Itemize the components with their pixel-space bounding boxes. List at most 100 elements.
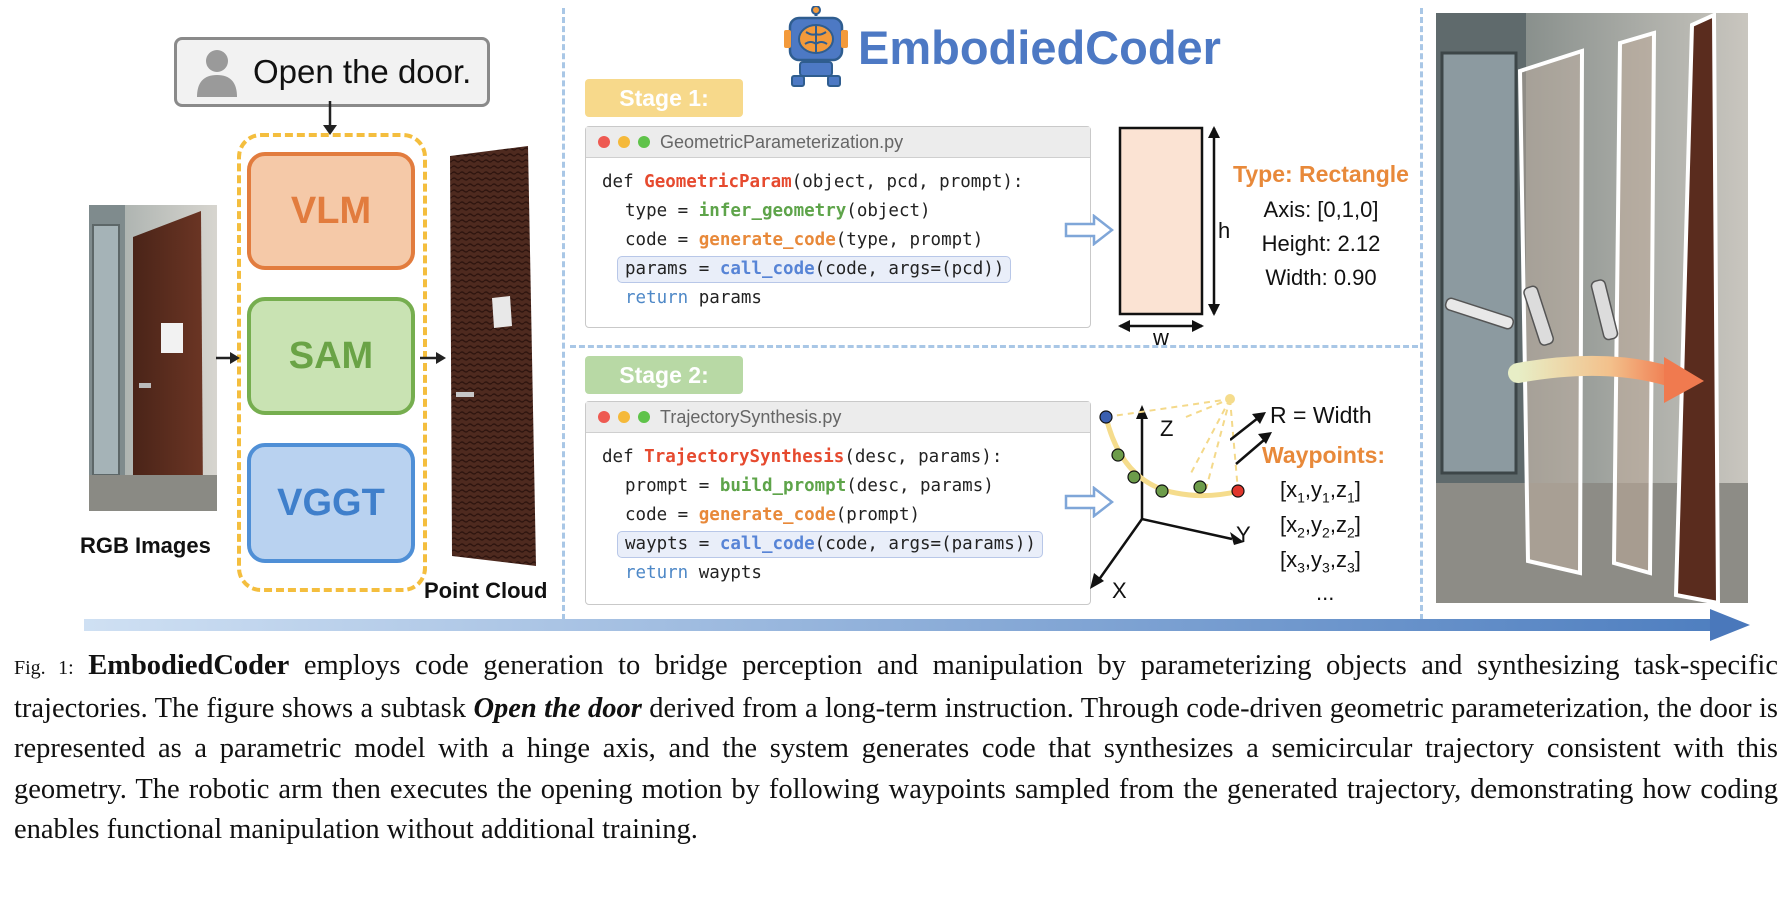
code-token: def: [602, 447, 645, 467]
user-icon: [197, 50, 237, 97]
wp-z: z: [1335, 477, 1347, 502]
code-token: build_prompt: [719, 476, 847, 496]
rectangle-geometry: [1118, 126, 1220, 332]
wp-x: x: [1286, 477, 1298, 502]
stage2-output-arrow: [1064, 486, 1114, 518]
code-line: return params: [602, 284, 1090, 313]
wp-sub: 3: [1322, 559, 1330, 576]
waypoint-start: [1099, 410, 1113, 424]
close-dot: [598, 411, 610, 423]
waypoint: [1193, 480, 1207, 494]
stage2-label: Stage 2:: [585, 356, 743, 394]
wp-z: z: [1335, 547, 1347, 572]
caption-task: Open the door: [473, 692, 642, 724]
minimize-dot: [618, 136, 630, 148]
code-token: prompt =: [625, 476, 720, 496]
code-token: params =: [625, 259, 720, 279]
close-dot: [598, 136, 610, 148]
params-type: Type: Rectangle: [1233, 161, 1409, 187]
stage1-code: def GeometricParam(object, pcd, prompt):…: [586, 158, 1090, 313]
stage1-titlebar: GeometricParameterization.py: [586, 127, 1090, 158]
caption-text-2: derived from a long-term instruction. Th…: [14, 692, 1779, 846]
stage2-titlebar: TrajectorySynthesis.py: [586, 402, 1090, 433]
wp-y: y: [1311, 547, 1323, 572]
instruction-box: Open the door.: [174, 37, 490, 107]
waypoint-1: [x1,y1,z1]: [1280, 477, 1361, 506]
code-token: return: [625, 563, 689, 583]
code-token: return: [625, 288, 689, 308]
perception-modules-group: [237, 133, 427, 592]
radius-label: R = Width: [1270, 402, 1372, 428]
code-highlight: waypts = call_code(code, args=(params)): [617, 531, 1043, 558]
code-token: GeometricParam: [644, 172, 792, 192]
code-token: generate_code: [698, 230, 836, 250]
code-token: infer_geometry: [698, 201, 847, 221]
code-token: generate_code: [698, 505, 836, 525]
wp-sub: 2: [1346, 524, 1355, 541]
vlm-module: VLM: [247, 152, 415, 270]
modules-to-pointcloud-arrow: [420, 352, 446, 364]
figure-label: Fig. 1:: [14, 657, 74, 679]
robot-door-photo: [1436, 13, 1748, 603]
waypoint: [1111, 448, 1125, 462]
waypoints-arrow: [1235, 432, 1272, 465]
code-line: code = generate_code(prompt): [602, 501, 1090, 530]
stage2-code-window: TrajectorySynthesis.py def TrajectorySyn…: [585, 401, 1091, 605]
rgb-image: [89, 205, 217, 511]
params-axis: Axis: [0,1,0]: [1263, 197, 1379, 222]
wp-sub: 1: [1322, 489, 1330, 506]
vggt-label: VGGT: [277, 481, 385, 524]
robot-logo-icon: [784, 6, 848, 87]
waypoint-2: [x2,y2,z2]: [1280, 512, 1361, 541]
axis-x-label: X: [1112, 578, 1127, 603]
wp-x: x: [1286, 547, 1298, 572]
maximize-dot: [638, 411, 650, 423]
wp-sub: 3: [1297, 559, 1305, 576]
wp-sub: 3: [1346, 559, 1355, 576]
point-cloud-label: Point Cloud: [424, 578, 548, 603]
sam-label: SAM: [288, 334, 374, 377]
code-token: (desc, params):: [844, 447, 1003, 467]
code-token: (code, args=(pcd)): [814, 259, 1005, 279]
app-title: EmbodiedCoder: [858, 21, 1221, 74]
code-line: code = generate_code(type, prompt): [602, 226, 1090, 255]
code-token: (prompt): [835, 505, 921, 525]
maximize-dot: [638, 136, 650, 148]
instruction-text: Open the door.: [253, 53, 472, 90]
axis-z-label: Z: [1160, 416, 1174, 441]
caption-name: EmbodiedCoder: [88, 650, 290, 681]
y-axis: [1141, 517, 1233, 541]
trajectory-diagram: [1090, 394, 1245, 589]
caption-text-1: employs code generation to bridge percep…: [14, 650, 1779, 724]
wp-sub: 2: [1297, 524, 1305, 541]
x-axis: [1096, 518, 1144, 582]
vggt-module: VGGT: [247, 443, 415, 563]
separator-stages: [570, 345, 1418, 348]
waypoint-end: [1231, 484, 1245, 498]
code-line: params = call_code(code, args=(pcd)): [602, 255, 1090, 284]
code-token: (object, pcd, prompt):: [791, 172, 1024, 192]
wp-sub: 1: [1297, 489, 1305, 506]
code-line: type = infer_geometry(object): [602, 197, 1090, 226]
waypoint-ellipsis: ...: [1316, 580, 1335, 605]
code-token: call_code: [719, 259, 815, 279]
code-line: def GeometricParam(object, pcd, prompt):: [602, 168, 1090, 197]
stage2-filename: TrajectorySynthesis.py: [660, 406, 842, 427]
minimize-dot: [618, 411, 630, 423]
radius-arrow: [1230, 412, 1266, 441]
params-width: Width: 0.90: [1265, 265, 1377, 290]
code-token: (desc, params): [846, 476, 994, 496]
dim-h-label: h: [1218, 218, 1231, 243]
code-token: TrajectorySynthesis: [644, 447, 845, 467]
code-highlight: params = call_code(code, args=(pcd)): [617, 256, 1012, 283]
code-token: waypts =: [625, 534, 720, 554]
params-height: Height: 2.12: [1261, 231, 1381, 256]
code-token: (object): [846, 201, 931, 221]
code-token: code =: [625, 230, 699, 250]
waypoint: [1127, 470, 1141, 484]
axis-y-label: Y: [1236, 522, 1251, 547]
code-token: waypts: [688, 563, 762, 583]
rgb-to-modules-arrow: [216, 352, 240, 364]
waypoints-title: Waypoints:: [1262, 442, 1386, 468]
pipeline-arrow: [84, 609, 1750, 641]
